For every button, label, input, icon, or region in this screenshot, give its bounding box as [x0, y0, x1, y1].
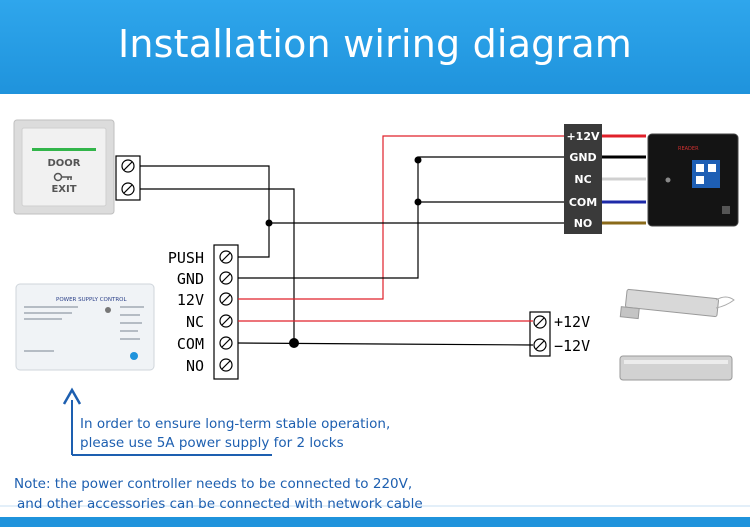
page-title: Installation wiring diagram [117, 22, 633, 66]
controller-terminal-nc: NC [186, 313, 204, 331]
magnetic-lock [619, 355, 733, 381]
note-bottom-line2: and other accessories can be connected w… [17, 496, 423, 512]
reader-terminal-nc: NC [574, 173, 591, 186]
title-banner: Installation wiring diagram [0, 0, 750, 94]
reader-label: READER [678, 146, 699, 152]
lock-terminal-minus: −12V [554, 337, 590, 355]
exit-button-terminal-block [115, 155, 141, 201]
reader-terminal-no: NO [574, 217, 593, 230]
electric-bolt-lock [619, 288, 735, 320]
note-arrow [62, 387, 272, 456]
lock-terminal-plus: +12V [554, 313, 590, 331]
controller-terminal-push: PUSH [168, 249, 204, 267]
power-supply-device: POWER SUPPLY CONTROL [15, 283, 155, 371]
note-arrow-line1: In order to ensure long-term stable oper… [80, 416, 391, 432]
reader-terminal-com: COM [569, 196, 597, 209]
reader-terminal-gnd: GND [569, 151, 596, 164]
footer-bar [0, 517, 750, 527]
power-supply-label: POWER SUPPLY CONTROL [56, 297, 128, 303]
wires [140, 135, 564, 346]
lock-terminal-block: +12V −12V [529, 311, 590, 357]
reader-terminal-12v: +12V [566, 130, 600, 143]
note-bottom-line1: Note: the power controller needs to be c… [14, 476, 413, 492]
wire-junctions [265, 156, 422, 348]
controller-screw-icons [219, 250, 233, 372]
controller-terminal-12v: 12V [177, 291, 204, 309]
note-arrow-line2: please use 5A power supply for 2 locks [80, 435, 344, 451]
reader-terminal-block: +12V GND NC COM NO [564, 124, 646, 234]
controller-terminal-com: COM [177, 335, 204, 353]
exit-button-door-label: DOOR [47, 158, 80, 169]
exit-button-device: DOOR EXIT [13, 119, 115, 215]
key-icon [53, 172, 72, 182]
exit-button-exit-label: EXIT [51, 184, 76, 195]
controller-terminal-gnd: GND [177, 270, 204, 288]
card-reader-device: READER [647, 133, 739, 227]
controller-terminal-no: NO [186, 357, 204, 375]
controller-terminal-block: PUSH GND 12V NC COM NO [168, 244, 239, 380]
